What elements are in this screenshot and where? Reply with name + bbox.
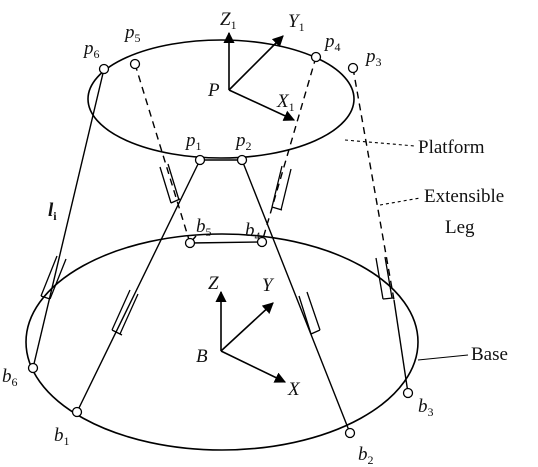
label-leg-length: li (48, 200, 57, 223)
base-frame-axes (215, 290, 287, 383)
label-b3: b3 (418, 396, 434, 419)
joint-b4 (256, 236, 268, 248)
joint-links (189, 159, 263, 244)
joint-p4 (310, 51, 322, 63)
label-p5: p5 (123, 22, 141, 45)
joint-b6 (27, 362, 39, 374)
label-y1: Y1 (288, 11, 305, 34)
joint-p2 (236, 154, 248, 166)
label-p2: p2 (234, 130, 252, 153)
joint-b5 (184, 237, 196, 249)
label-z1: Z1 (220, 9, 237, 32)
label-b1: b1 (54, 425, 70, 448)
leg-sleeves (40, 163, 394, 336)
label-b2: b2 (358, 444, 374, 467)
hidden-leg-segments (134, 56, 395, 301)
joint-p5 (129, 58, 141, 70)
label-x: X (287, 379, 301, 400)
callout-base: Base (471, 344, 508, 365)
label-p-origin: P (207, 80, 220, 101)
joint-p6 (98, 63, 110, 75)
label-z: Z (208, 273, 219, 294)
base-ellipse (25, 233, 419, 451)
label-x1: X1 (276, 91, 295, 114)
joint-b3 (402, 387, 414, 399)
visible-leg-segments (32, 68, 409, 434)
label-p1: p1 (184, 130, 202, 153)
platform-frame-axes (223, 31, 296, 121)
joint-b1 (71, 406, 83, 418)
label-b5: b5 (196, 216, 212, 239)
joint-p3 (347, 62, 359, 74)
callout-extensible: Extensible (424, 186, 504, 207)
label-y: Y (262, 275, 275, 296)
callout-leaders (344, 139, 469, 361)
callout-platform: Platform (418, 137, 485, 158)
label-p4: p4 (323, 31, 341, 54)
joint-p1 (194, 154, 206, 166)
callout-leg: Leg (445, 217, 475, 238)
label-b-origin: B (196, 346, 208, 367)
label-b4: b4 (245, 220, 261, 243)
label-p6: p6 (82, 38, 100, 61)
label-p3: p3 (364, 46, 382, 69)
platform-ellipse (87, 39, 355, 159)
joints (27, 51, 414, 439)
label-b6: b6 (2, 366, 18, 389)
joint-b2 (344, 427, 356, 439)
